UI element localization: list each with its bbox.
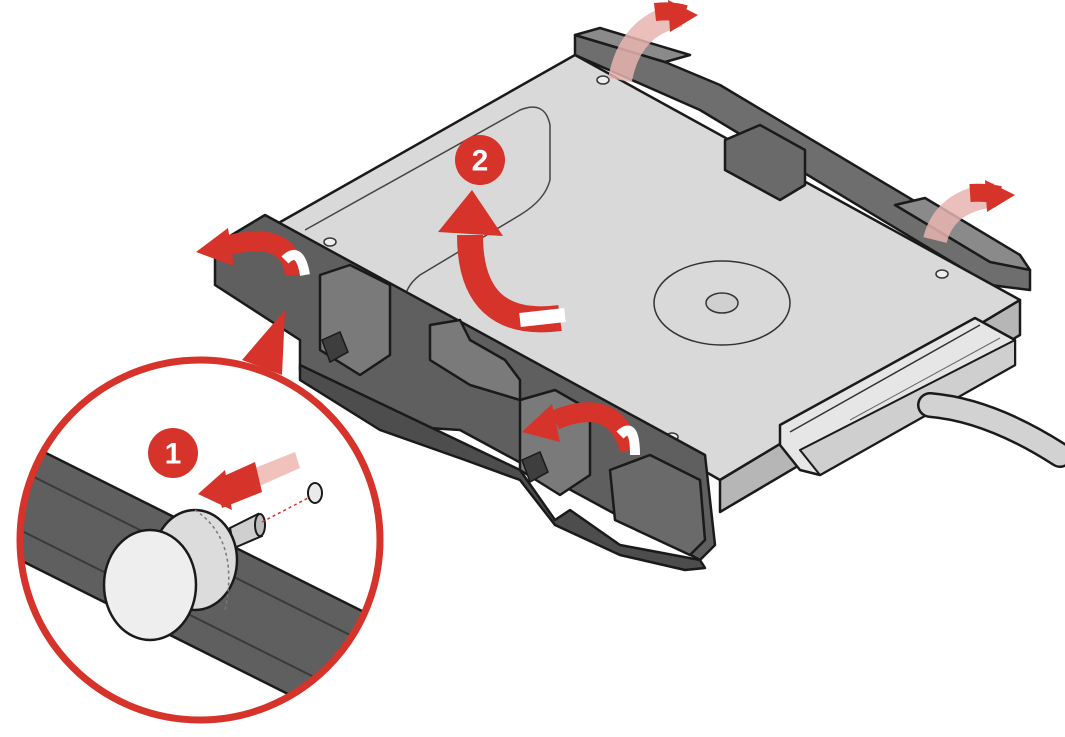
curved-arrow-icon xyxy=(196,228,310,277)
curved-arrow-icon xyxy=(522,402,640,456)
zoom-callout xyxy=(16,356,384,724)
spindle-outer xyxy=(653,260,791,346)
pin-hole xyxy=(307,482,323,504)
step-1-badge: 1 xyxy=(148,428,198,478)
bracket-front-rail xyxy=(213,123,807,572)
curved-arrow-icon xyxy=(923,180,1015,244)
step-1-number: 1 xyxy=(165,438,182,471)
straight-arrow-icon xyxy=(198,452,300,510)
step-2-badge: 2 xyxy=(455,135,505,185)
curved-arrow-icon xyxy=(608,0,698,83)
knob-front xyxy=(102,528,198,642)
spindle-inner xyxy=(705,292,739,314)
sata-connector xyxy=(778,316,1017,477)
data-cable xyxy=(917,392,1065,468)
callout-pointer-icon xyxy=(242,310,285,375)
curved-arrow-icon xyxy=(438,190,566,333)
step-2-number: 2 xyxy=(472,145,489,178)
